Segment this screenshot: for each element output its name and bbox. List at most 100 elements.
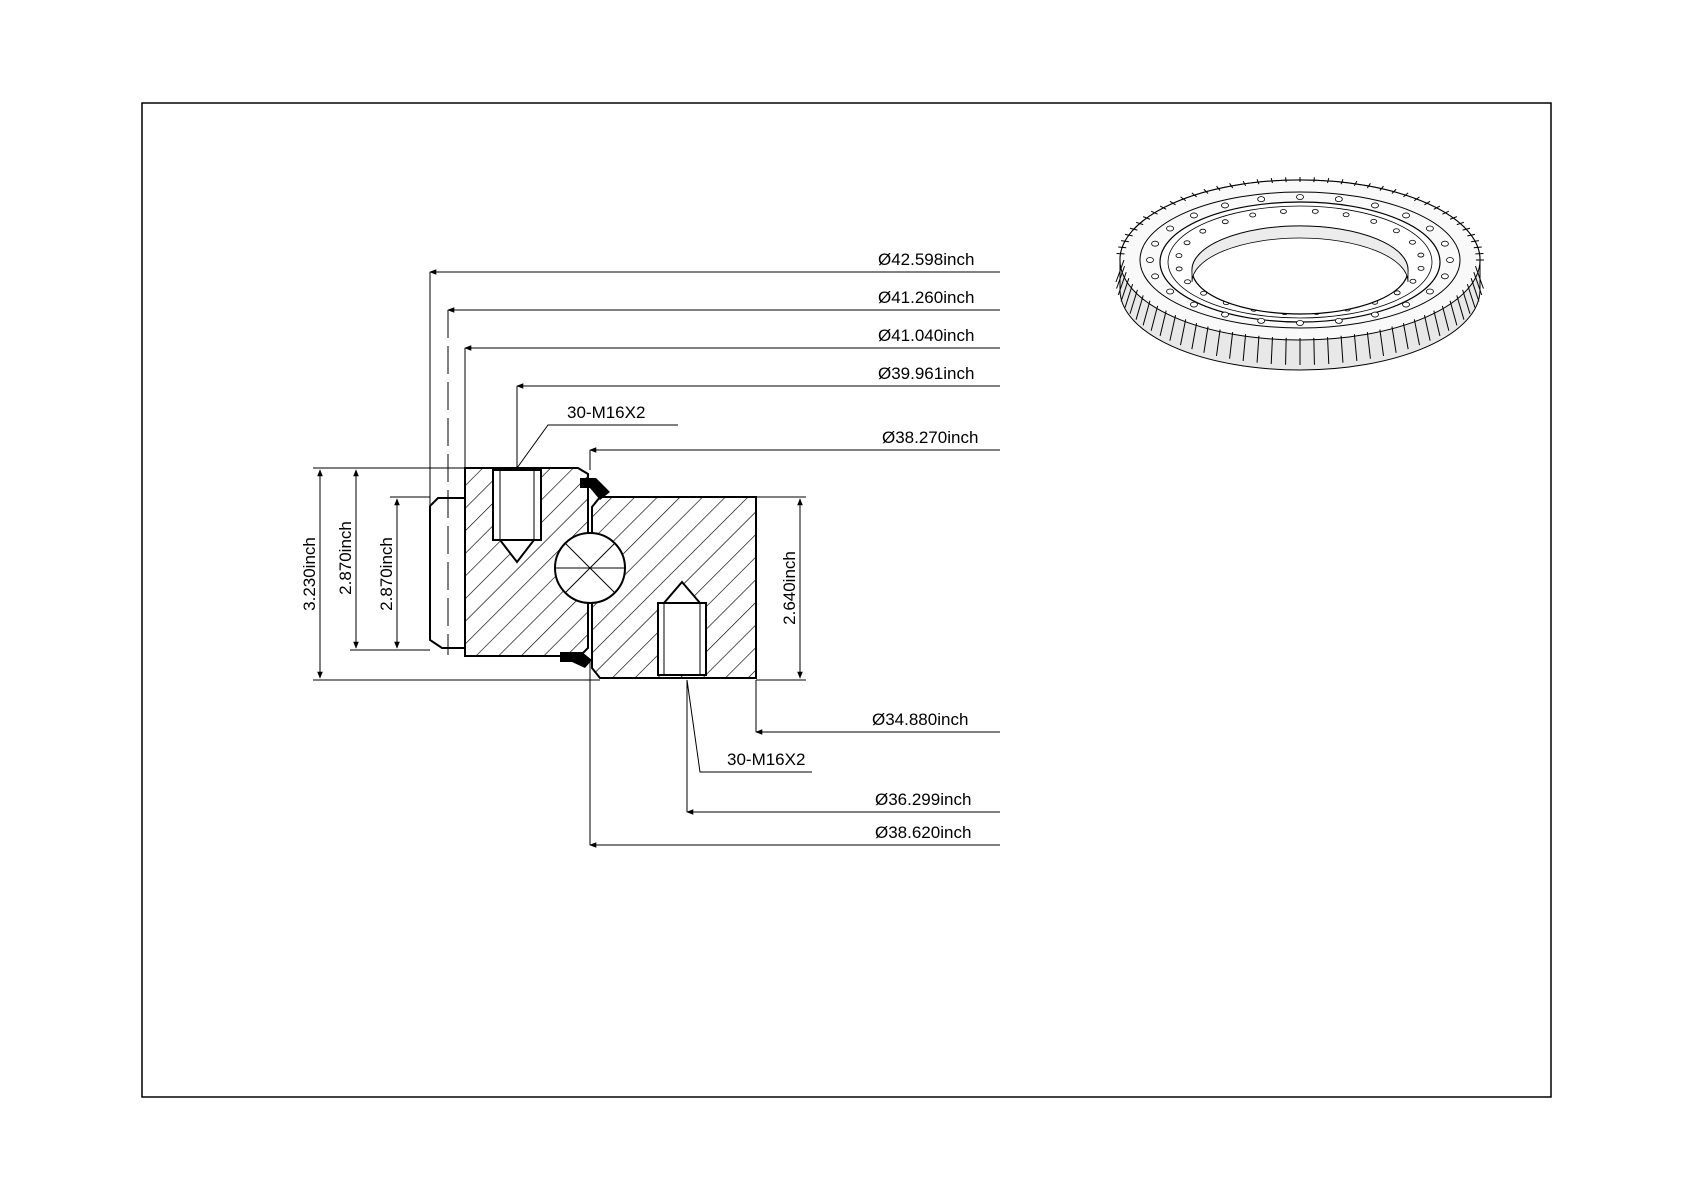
mounting-hole	[1249, 212, 1257, 218]
seal-top	[580, 478, 610, 500]
mounting-hole	[1257, 317, 1266, 324]
gear-tooth	[1256, 335, 1260, 363]
gear-tooth	[1116, 265, 1126, 289]
gear-tooth	[1467, 233, 1476, 237]
outer-ring-section	[429, 467, 589, 657]
gear-teeth	[1115, 177, 1484, 365]
gear-tooth	[1433, 205, 1441, 210]
dim-inner-diameter: Ø34.880inch	[872, 710, 968, 729]
gear-tooth	[1129, 227, 1138, 231]
dim-diameter-41-260: Ø41.260inch	[878, 288, 974, 307]
gear-tooth	[1379, 329, 1385, 357]
gear-tooth	[1414, 196, 1420, 202]
mounting-hole	[1311, 209, 1319, 214]
mounting-hole	[1426, 225, 1434, 232]
mounting-hole	[1334, 196, 1343, 203]
mounting-hole	[1393, 290, 1401, 296]
dim-outer-diameter: Ø42.598inch	[878, 250, 974, 269]
mounting-hole	[1190, 301, 1198, 308]
diameter-dimensions-upper	[429, 269, 1000, 655]
mounting-hole	[1151, 273, 1160, 280]
dim-outer-bolt-circle: Ø39.961inch	[878, 364, 974, 383]
mounting-hole	[1409, 239, 1416, 245]
mounting-hole	[1446, 257, 1454, 263]
mounting-hole	[1175, 266, 1183, 272]
thread-label-outer: 30-M16X2	[567, 403, 645, 422]
dim-total-height: 3.230inch	[300, 537, 319, 611]
gear-tooth	[1470, 278, 1480, 302]
gear-tooth	[1242, 180, 1247, 187]
mounting-hole	[1199, 228, 1207, 234]
mounting-hole	[1184, 279, 1191, 285]
mounting-hole	[1221, 202, 1229, 209]
gear-tooth	[1449, 300, 1458, 326]
gear-tooth	[1159, 205, 1167, 210]
mounting-hole	[1257, 196, 1266, 203]
gear-tooth	[1256, 179, 1260, 185]
gear-tooth	[1449, 216, 1458, 220]
gear-tooth	[1366, 183, 1371, 189]
gear-tooth	[1466, 283, 1476, 308]
gear-tooth	[1473, 272, 1483, 296]
gear-tooth	[1229, 332, 1234, 359]
mounting-hole	[1409, 278, 1417, 284]
mounting-hole	[1334, 317, 1343, 324]
mounting-hole	[1200, 290, 1208, 296]
gear-tooth	[1215, 329, 1221, 357]
gear-tooth	[1313, 177, 1315, 183]
dim-outer-ring-height: 2.870inch	[336, 521, 355, 595]
mounting-hole	[1151, 240, 1160, 247]
gear-tooth	[1169, 315, 1177, 341]
mounting-hole	[1402, 301, 1410, 308]
gear-tooth	[1462, 289, 1471, 314]
gear-tooth	[1313, 337, 1315, 365]
mounting-hole	[1440, 273, 1449, 280]
dim-inner-ring-height: 2.640inch	[780, 551, 799, 625]
gear-tooth	[1424, 200, 1431, 206]
gear-tooth	[1270, 177, 1273, 184]
gear-tooth	[1340, 179, 1344, 185]
mounting-hole	[1342, 212, 1350, 218]
gear-tooth	[1441, 305, 1450, 331]
gear-tooth	[1135, 295, 1144, 320]
gear-tooth	[1242, 334, 1247, 361]
gear-tooth	[1391, 188, 1397, 194]
mounting-holes	[1146, 194, 1454, 326]
gear-tooth	[1285, 177, 1287, 183]
gear-tooth	[1391, 326, 1397, 353]
gear-tooth	[1353, 180, 1358, 187]
diameter-dimensions-lower	[589, 660, 1000, 848]
gear-tooth	[1327, 177, 1330, 184]
dim-diameter-41-040: Ø41.040inch	[878, 326, 974, 345]
drawing-frame	[141, 102, 1552, 1098]
gear-tooth	[1216, 185, 1221, 191]
gear-tooth	[1191, 323, 1198, 350]
mounting-hole	[1296, 194, 1304, 200]
mounting-hole	[1280, 209, 1287, 214]
mounting-hole	[1371, 311, 1379, 318]
gear-ring-view	[1115, 177, 1484, 371]
gear-tooth	[1462, 227, 1471, 231]
gear-tooth	[1159, 310, 1167, 337]
mounting-hole	[1175, 253, 1183, 259]
gear-tooth	[1366, 332, 1371, 359]
gear-tooth	[1203, 326, 1209, 353]
gear-tooth	[1379, 185, 1384, 191]
seal-bottom	[560, 652, 592, 668]
mounting-hole	[1370, 218, 1378, 224]
gear-tooth	[1135, 221, 1144, 226]
gear-tooth	[1120, 278, 1130, 302]
mounting-hole	[1417, 265, 1425, 271]
gear-tooth	[1124, 283, 1134, 308]
mounting-hole	[1221, 219, 1229, 225]
ball-element	[554, 532, 626, 604]
inner-ring-section	[591, 496, 757, 679]
mounting-hole	[1166, 225, 1174, 232]
gear-tooth	[1180, 319, 1187, 346]
gear-tooth	[1115, 259, 1125, 283]
gear-tooth	[1229, 183, 1234, 189]
height-dimensions	[313, 467, 806, 681]
gear-tooth	[1142, 216, 1151, 220]
gear-tooth	[1456, 295, 1465, 320]
